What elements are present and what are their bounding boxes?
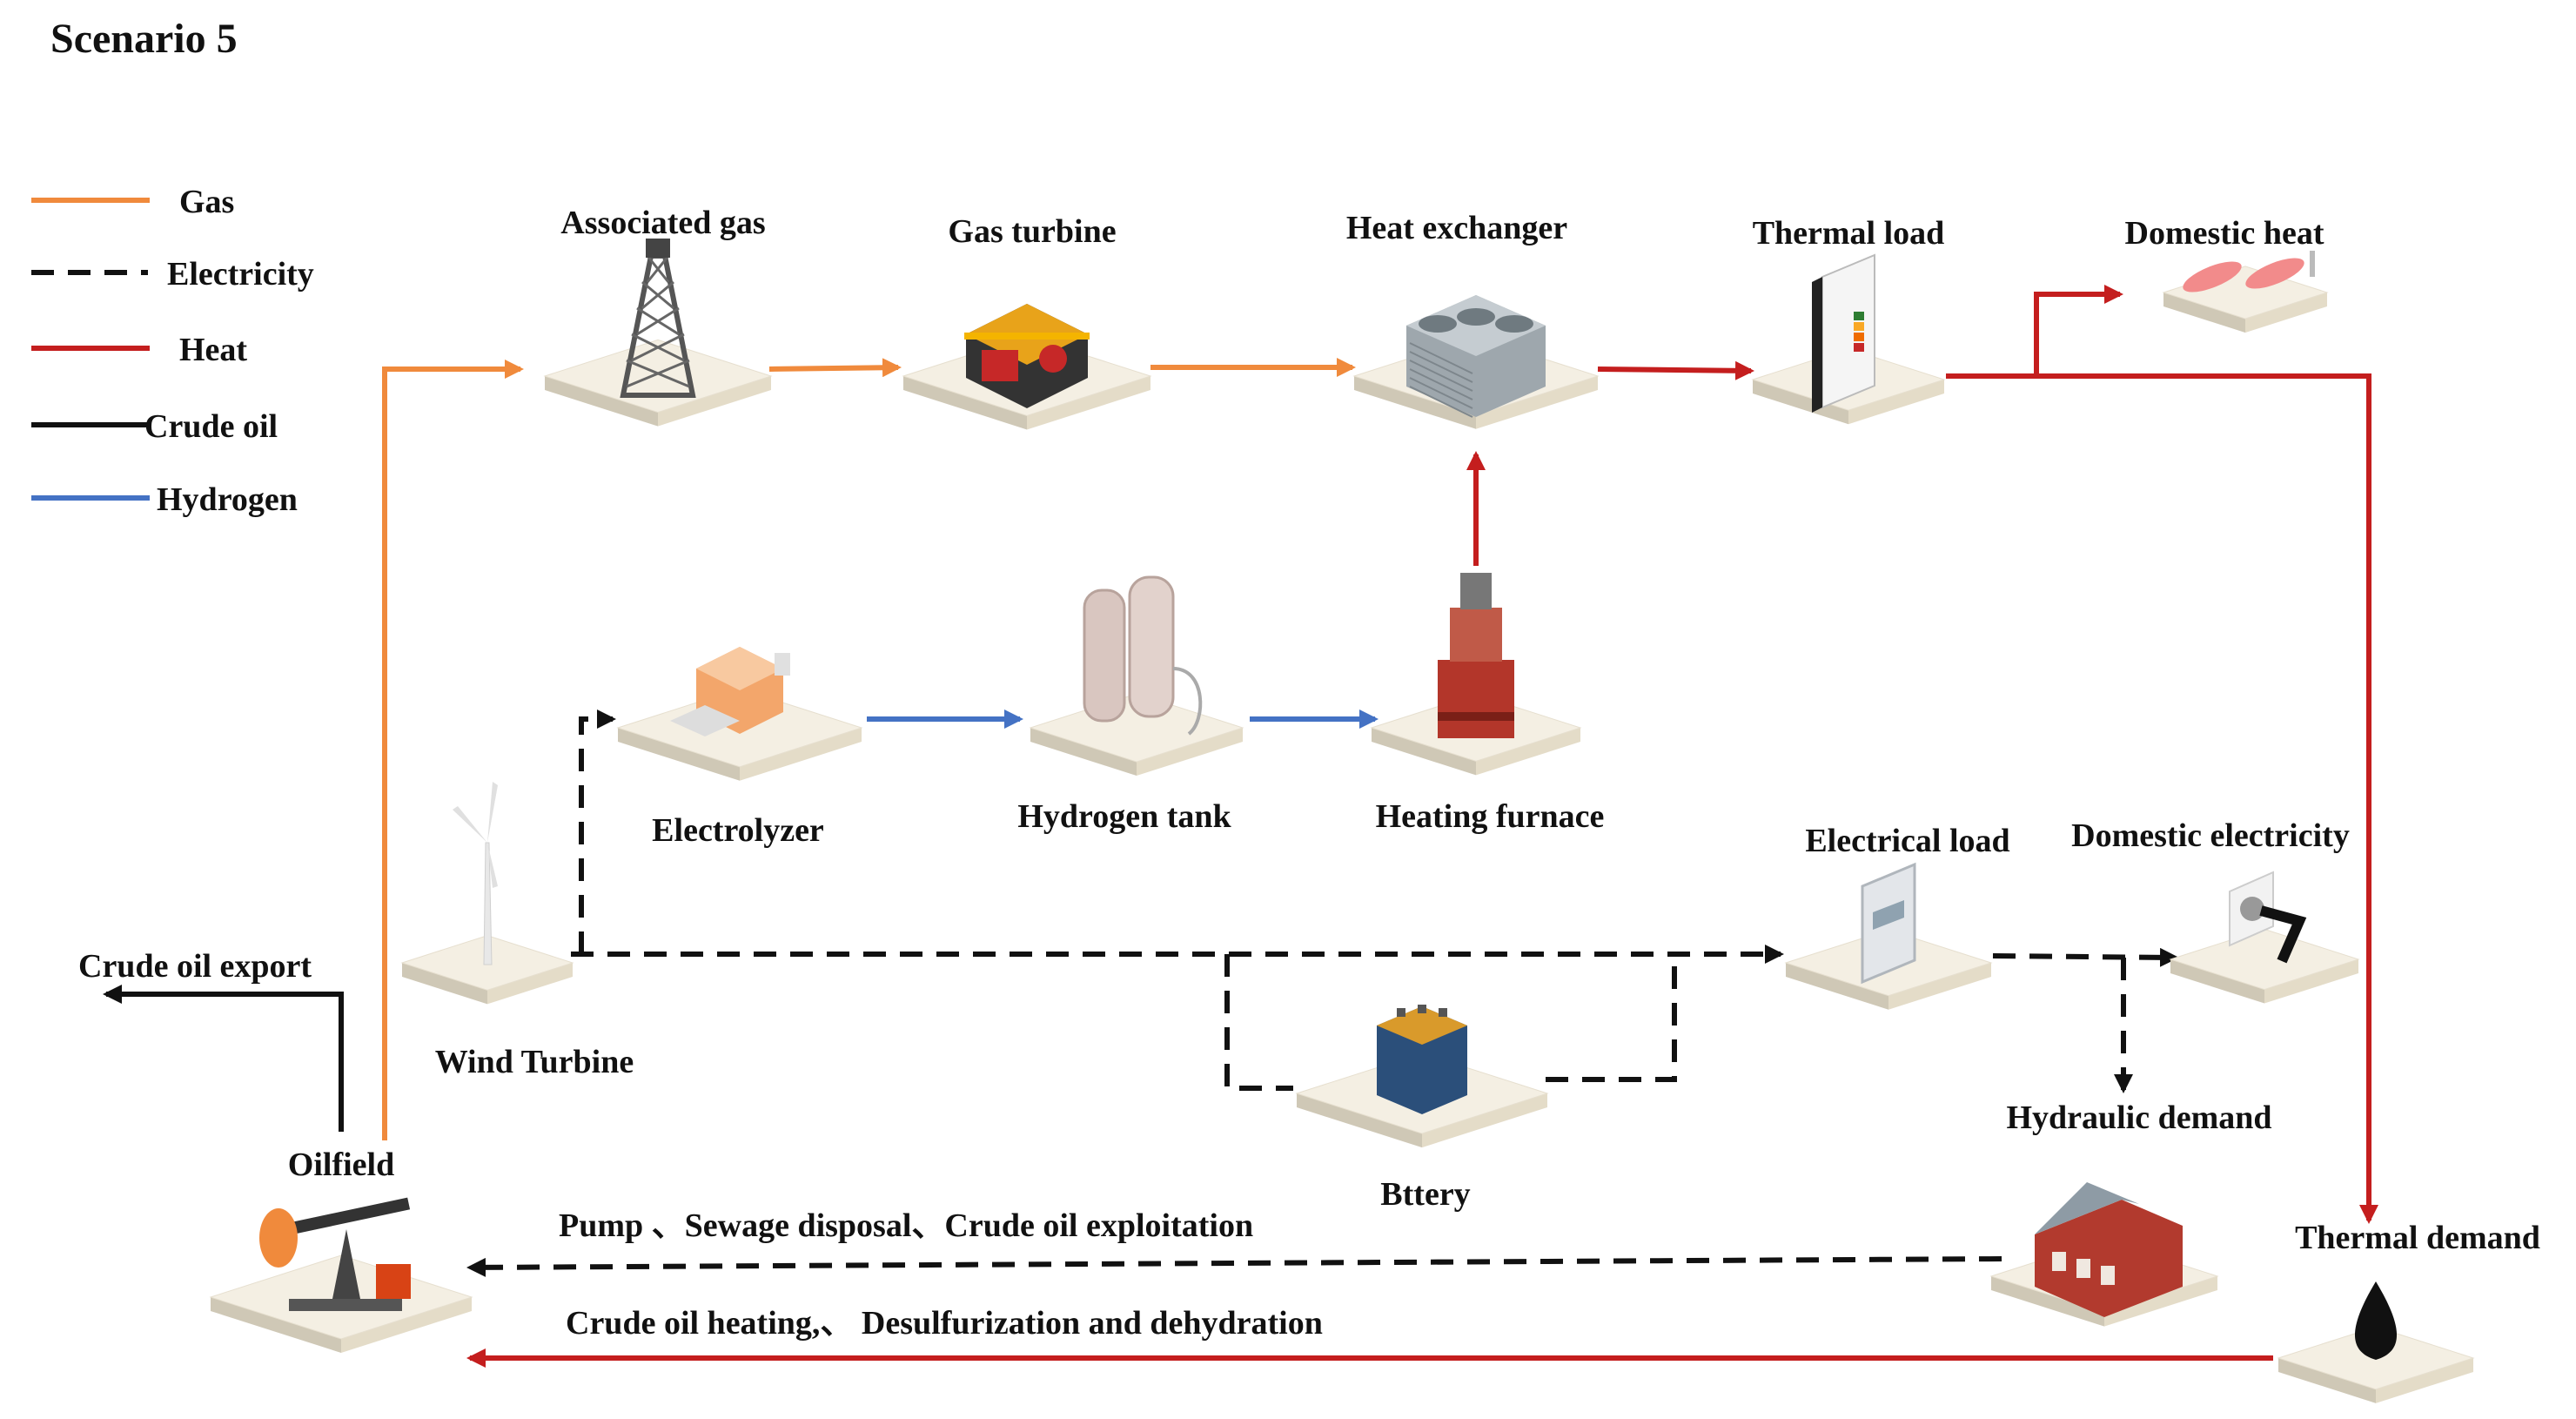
node-hydraulic-demand: Hydraulic demand [1989,1100,2272,1327]
flow-label-crude-oil-export: Crude oil export [78,948,312,985]
thermostat-panel-icon [1812,253,1875,413]
electrolyzer-icon [670,647,790,736]
elec-flow-wind-to-electrolyzer [579,710,616,954]
node-electrical-load: Electrical load [1784,823,2010,1010]
elec-flow-load-to-domestic [1992,947,2179,967]
flow-label-heating-line: Crude oil heating,、 Desulfurization and … [566,1305,1323,1342]
heat-flow-thermal-load-trunk [1946,373,2378,1224]
node-label-wind-turbine: Wind Turbine [435,1044,634,1080]
node-label-domestic-heat: Domestic heat [2125,215,2324,252]
elec-flow-battery-loop [1224,954,1677,1091]
electric-meter-icon [1861,862,1916,985]
gas-rig-icon [620,239,696,398]
legend-item-hydrogen: Hydrogen [31,481,298,518]
legend-item-crude-oil: Crude oil [31,408,278,445]
node-label-electrolyzer: Electrolyzer [652,812,824,849]
node-label-thermal-load: Thermal load [1753,215,1945,252]
flow-lines [103,285,2378,1368]
node-domestic-electricity: Domestic electricity [2071,817,2360,1004]
gas-flow-oilfield-to-associated-gas [382,360,524,1140]
node-heat-exchanger: Heat exchanger [1346,210,1600,429]
node-hydrogen-tank: Hydrogen tank [1017,575,1244,835]
node-label-hydraulic-demand: Hydraulic demand [2006,1100,2271,1136]
oil-drop-icon [2354,1281,2398,1360]
node-heating-furnace: Heating furnace [1370,573,1605,835]
node-domestic-heat: Domestic heat [2125,215,2329,333]
elec-flow-hydraulic-to-oilfield [466,1256,2002,1277]
node-label-hydrogen-tank: Hydrogen tank [1017,798,1231,835]
legend-item-heat: Heat [31,332,247,368]
generator-icon [964,304,1090,408]
node-label-heating-furnace: Heating furnace [1376,798,1605,835]
legend: Gas Electricity Heat Crude oil Hydrogen [31,184,314,518]
radiator-icon [2183,251,2315,293]
node-gas-turbine: Gas turbine [902,213,1152,430]
battery-icon [1377,1005,1467,1114]
node-label-thermal-demand: Thermal demand [2295,1220,2540,1256]
socket-plug-icon [2229,871,2307,964]
heat-flow-to-domestic-heat [2034,285,2123,376]
heat-flow-exchanger-to-thermal-load [1597,360,1754,380]
node-associated-gas: Associated gas [543,205,773,427]
node-wind-turbine: Wind Turbine [400,782,634,1080]
legend-label-electricity: Electricity [167,256,314,293]
node-label-electrical-load: Electrical load [1805,823,2009,859]
node-thermal-demand: Thermal demand [2277,1220,2540,1403]
pumpjack-icon [259,1197,411,1311]
legend-item-gas: Gas [31,184,234,220]
hydrogen-tank-icon [1083,575,1203,736]
node-label-heat-exchanger: Heat exchanger [1346,210,1567,246]
node-label-domestic-electricity: Domestic electricity [2071,817,2350,854]
heat-exchanger-icon [1406,295,1546,418]
furnace-icon [1438,573,1514,738]
gas-flow-associated-to-turbine [768,358,902,378]
legend-label-crude-oil: Crude oil [144,408,278,445]
node-label-battery: Bttery [1380,1176,1470,1213]
node-battery: Bttery [1295,1005,1549,1213]
legend-label-hydrogen: Hydrogen [157,481,298,518]
crude-oil-flow-export [103,985,344,1132]
node-label-oilfield: Oilfield [288,1147,394,1183]
wind-turbine-icon [453,782,498,965]
legend-label-gas: Gas [179,184,234,220]
legend-label-heat: Heat [179,332,247,368]
legend-item-electricity: Electricity [31,256,314,293]
node-thermal-load: Thermal load [1751,215,1946,425]
diagram-title: Scenario 5 [50,16,238,62]
flow-label-pump-line: Pump 、Sewage disposal、Crude oil exploita… [559,1207,1253,1244]
node-label-associated-gas: Associated gas [560,205,765,241]
node-oilfield: Oilfield [209,1147,473,1353]
pump-station-icon [2035,1182,2183,1317]
node-electrolyzer: Electrolyzer [616,647,863,849]
node-label-gas-turbine: Gas turbine [948,213,1116,250]
